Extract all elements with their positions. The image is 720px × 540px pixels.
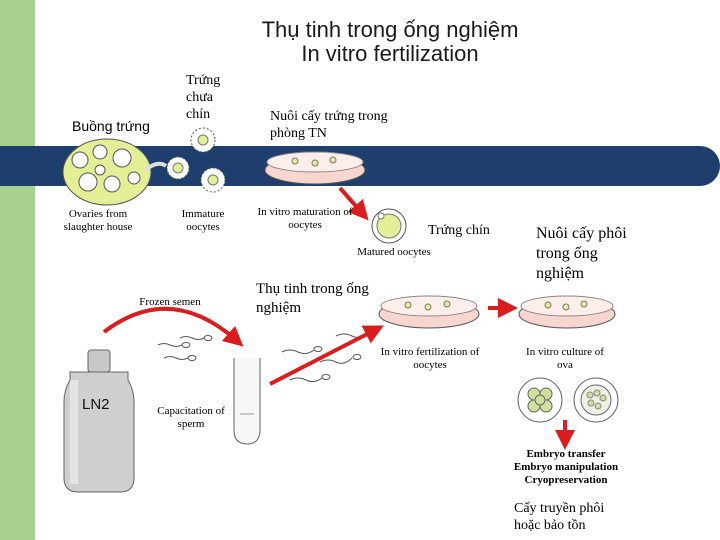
label-ivf-en: In vitro fertilization of oocytes [380, 346, 480, 371]
sidebar-strip [0, 0, 35, 540]
label-frozen-semen: Frozen semen [139, 296, 201, 308]
label-ivc-en: In vitro culture of ova [526, 346, 604, 371]
culture-dish-1 [264, 151, 366, 185]
embryo-graphic-1 [517, 377, 563, 423]
page-title: Thụ tinh trong ống nghiệm In vitro ferti… [160, 18, 620, 66]
culture-dish-2 [378, 295, 480, 329]
label-embryo-culture-vn: Nuôi cấy phôi trong ống nghiệm [536, 225, 627, 282]
step-embryo-transfer: Embryo transfer [526, 448, 606, 460]
step-cryopreservation: Cryopreservation [524, 474, 608, 486]
label-maturation-en: In vitro maturation of oocytes [257, 206, 353, 231]
ln2-tank-graphic [63, 349, 135, 493]
embryo-steps: Embryo transfer Embryo manipulation Cryo… [500, 448, 632, 487]
label-transfer-vn: Cấy truyền phôi hoặc bảo tồn [514, 501, 605, 533]
step-embryo-manipulation: Embryo manipulation [513, 461, 619, 473]
test-tube-graphic [233, 358, 261, 445]
label-ovaries-en: Ovaries from slaughter house [63, 208, 133, 233]
title-line-2: In vitro fertilization [301, 41, 479, 66]
label-ovary-vn: Buồng trứng [72, 118, 150, 134]
ovary-graphic [62, 138, 152, 206]
label-culture-vn: Nuôi cấy trứng trong phòng TN [270, 109, 388, 141]
label-capacitation-en: Capacitation of sperm [157, 405, 225, 430]
label-immature-vn: Trứng chưa chín [186, 73, 221, 122]
label-ln2: LN2 [82, 396, 110, 413]
embryo-graphic-2 [573, 377, 619, 423]
label-mature-vn: Trứng chín [428, 223, 490, 238]
culture-dish-3 [518, 295, 616, 329]
title-line-1: Thụ tinh trong ống nghiệm [261, 17, 519, 42]
mature-oocyte-graphic [371, 208, 407, 244]
label-fertilization-vn: Thụ tinh trong ống nghiệm [256, 281, 369, 316]
label-immature-en: Immature oocytes [181, 208, 225, 233]
sperm-graphic [157, 328, 378, 383]
label-matured-en: Matured oocytes [357, 246, 431, 258]
